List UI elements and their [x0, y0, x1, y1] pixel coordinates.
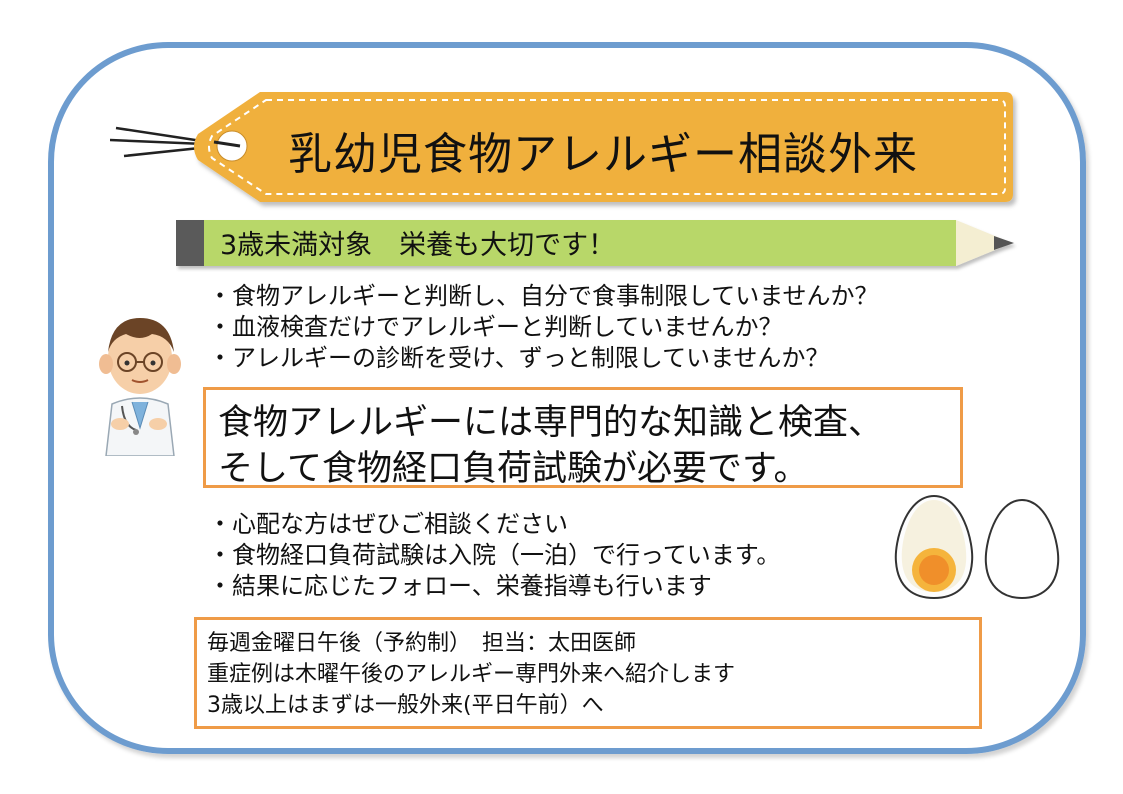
info-box: 毎週金曜日午後（予約制） 担当：太田医師 重症例は木曜午後のアレルギー専門外来へ… — [194, 617, 982, 729]
list-item: 食物経口負荷試験は入院（一泊）で行っています。 — [208, 540, 780, 571]
pencil-banner-icon — [176, 220, 1014, 266]
key-message-line: そして食物経口負荷試験が必要です。 — [218, 449, 809, 489]
boiled-egg-icon — [894, 494, 1060, 600]
key-message-box: 食物アレルギーには専門的な知識と検査、 そして食物経口負荷試験が必要です。 — [203, 387, 963, 489]
question-list: 食物アレルギーと判断し、自分で食事制限していませんか？ 血液検査だけでアレルギー… — [208, 281, 879, 374]
subtitle: 3歳未満対象 栄養も大切です！ — [220, 230, 616, 261]
doctor-illustration — [99, 318, 181, 456]
list-item: 血液検査だけでアレルギーと判断していませんか？ — [208, 312, 879, 343]
page-title: 乳幼児食物アレルギー相談外来 — [288, 129, 918, 180]
price-tag-icon — [110, 92, 1013, 202]
list-item: 食物アレルギーと判断し、自分で食事制限していませんか？ — [208, 281, 879, 312]
notes-list: 心配な方はぜひご相談ください 食物経口負荷試験は入院（一泊）で行っています。 結… — [208, 509, 780, 602]
key-message-line: 食物アレルギーには専門的な知識と検査、 — [218, 403, 884, 443]
list-item: 結果に応じたフォロー、栄養指導も行います — [208, 571, 780, 602]
info-line: 毎週金曜日午後（予約制） 担当：太田医師 — [207, 631, 637, 656]
info-line: 3歳以上はまずは一般外来(平日午前）へ — [207, 693, 604, 718]
info-line: 重症例は木曜午後のアレルギー専門外来へ紹介します — [207, 662, 736, 687]
list-item: アレルギーの診断を受け、ずっと制限していませんか？ — [208, 343, 879, 374]
rounded-frame — [48, 42, 1086, 754]
list-item: 心配な方はぜひご相談ください — [208, 509, 780, 540]
